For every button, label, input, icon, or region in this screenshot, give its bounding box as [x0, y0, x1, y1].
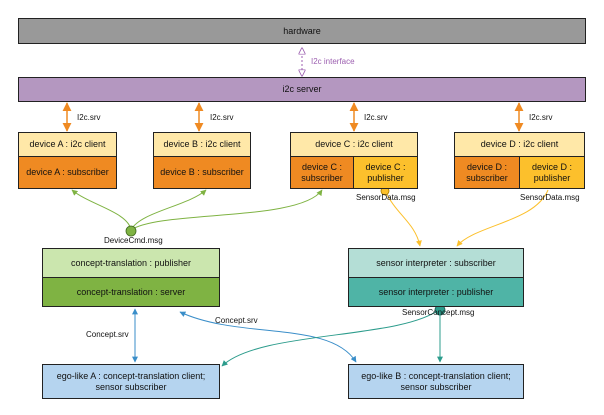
device-b-client: device B : i2c client: [153, 132, 251, 157]
sensordata-label-c: SensorData.msg: [356, 193, 416, 202]
srv-label-a: I2c.srv: [77, 113, 101, 122]
device-a-client: device A : i2c client: [18, 132, 117, 157]
sensordata-label-d: SensorData.msg: [520, 193, 580, 202]
concept-translation-publisher: concept-translation : publisher: [42, 248, 220, 278]
i2c-interface-label: I2c interface: [311, 57, 355, 66]
i2c-server-box: i2c server: [18, 77, 586, 102]
device-b-subscriber: device B : subscriber: [153, 156, 251, 189]
devicecmd-label: DeviceCmd.msg: [104, 236, 163, 245]
sensor-interpreter-subscriber: sensor interpreter : subscriber: [348, 248, 524, 278]
device-c-publisher: device C : publisher: [353, 156, 418, 189]
concept-srv-label-b: Concept.srv: [215, 316, 258, 325]
sensordata-c: [384, 189, 422, 247]
device-c-subscriber: device C : subscriber: [290, 156, 354, 189]
hardware-label: hardware: [283, 25, 321, 36]
sensorconcept-label: SensorConcept.msg: [402, 308, 475, 317]
devicecmd-to-b: [130, 189, 207, 231]
concept-translation-server: concept-translation : server: [42, 277, 220, 307]
i2c-server-label: i2c server: [282, 84, 322, 95]
sensorconcept-to-a: [221, 308, 441, 367]
srv-label-b: I2c.srv: [210, 113, 234, 122]
srv-label-c: I2c.srv: [364, 113, 388, 122]
devicecmd-to-a: [71, 189, 132, 231]
devicecmd-to-c: [130, 189, 323, 231]
srv-label-d: I2c.srv: [529, 113, 553, 122]
device-a-subscriber: device A : subscriber: [18, 156, 117, 189]
device-c-client: device C : i2c client: [290, 132, 418, 157]
device-d-client: device D : i2c client: [454, 132, 585, 157]
sensordata-d: [456, 189, 549, 247]
ego-like-b: ego-like B : concept-translation client;…: [348, 364, 524, 399]
device-d-publisher: device D : publisher: [519, 156, 585, 189]
device-d-subscriber: device D : subscriber: [454, 156, 520, 189]
concept-srv-label-a: Concept.srv: [86, 330, 129, 339]
ego-like-a: ego-like A : concept-translation client;…: [42, 364, 220, 399]
concept-srv-b: [179, 311, 357, 363]
sensor-interpreter-publisher: sensor interpreter : publisher: [348, 277, 524, 307]
devicecmd-port: [125, 225, 137, 237]
hardware-box: hardware: [18, 18, 586, 44]
